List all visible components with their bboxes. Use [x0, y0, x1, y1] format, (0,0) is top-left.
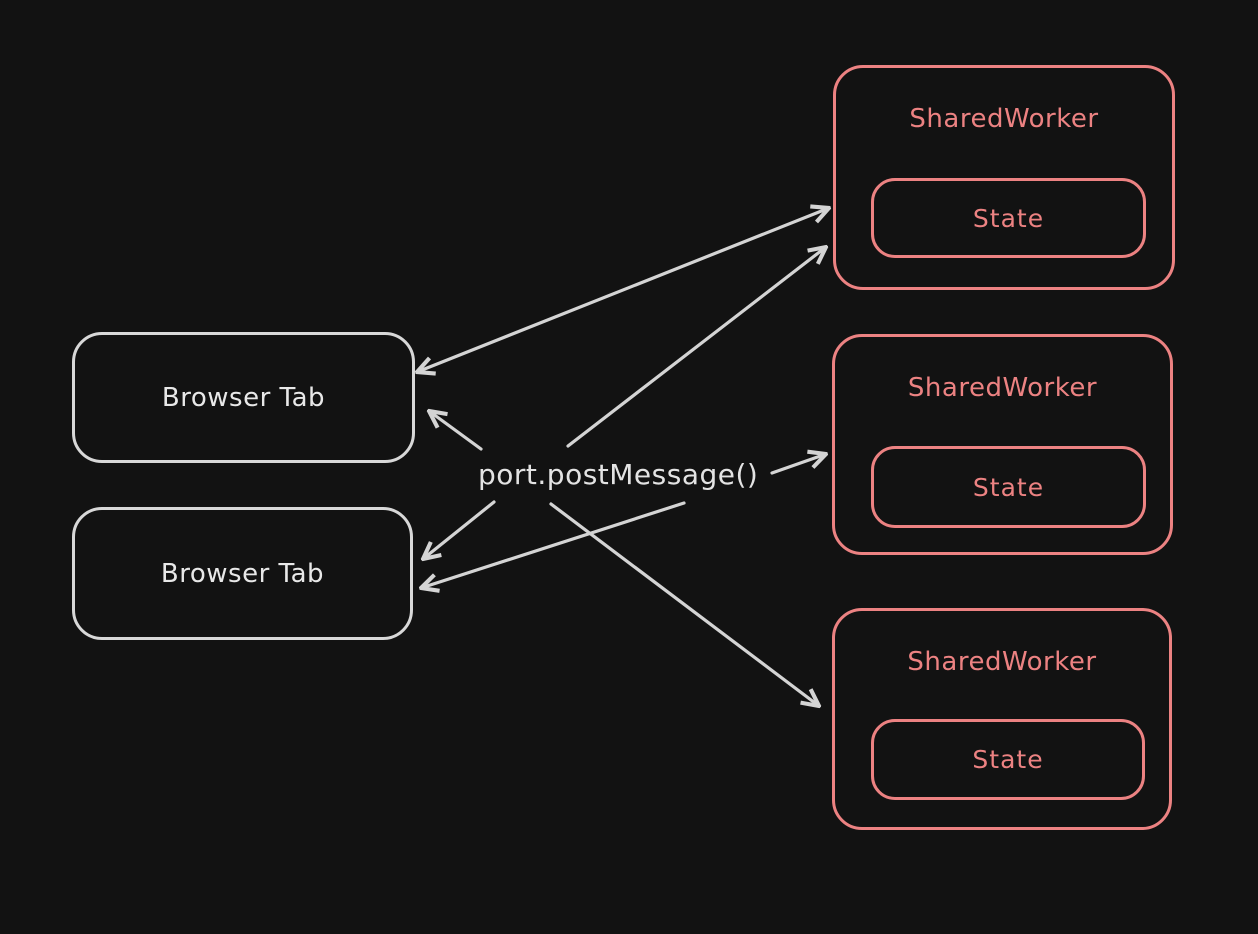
shared-worker-1-title: SharedWorker: [909, 104, 1099, 134]
shared-worker-2-state-box: State: [871, 446, 1146, 528]
arrow-postmessage-to-tab2-secondary: [421, 501, 686, 588]
shared-worker-1-state-box: State: [871, 178, 1146, 258]
post-message-label: port.postMessage(): [478, 458, 759, 491]
browser-tab-1-label: Browser Tab: [161, 382, 326, 413]
shared-worker-3-box: SharedWorker State: [832, 608, 1172, 830]
arrow-tab1-worker1-bidirectional: [417, 208, 829, 372]
shared-worker-1-state-label: State: [972, 203, 1045, 233]
shared-worker-2-box: SharedWorker State: [832, 334, 1173, 555]
shared-worker-2-title: SharedWorker: [907, 373, 1098, 403]
arrow-postmessage-to-worker1: [566, 247, 826, 448]
arrow-postmessage-to-tab2: [423, 500, 496, 559]
shared-worker-2-state-label: State: [972, 472, 1045, 502]
arrow-postmessage-to-worker2: [770, 454, 826, 475]
shared-worker-3-state-label: State: [972, 745, 1044, 774]
shared-worker-3-state-box: State: [871, 719, 1145, 800]
browser-tab-2-label: Browser Tab: [160, 558, 325, 589]
shared-worker-1-box: SharedWorker State: [833, 65, 1175, 290]
browser-tab-2-box: Browser Tab: [72, 507, 413, 640]
arrow-postmessage-to-tab1: [429, 411, 483, 451]
browser-tab-1-box: Browser Tab: [72, 332, 415, 463]
arrow-postmessage-to-worker3: [549, 502, 819, 706]
shared-worker-3-title: SharedWorker: [907, 647, 1097, 677]
